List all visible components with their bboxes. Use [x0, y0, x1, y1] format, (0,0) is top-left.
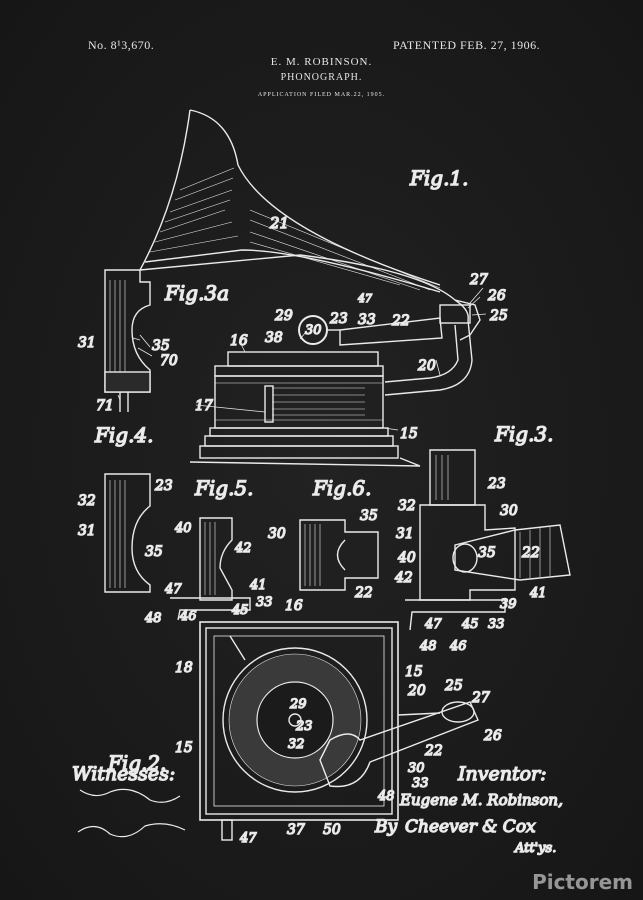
ref-26b: 26	[483, 728, 502, 744]
ref-45: 45	[231, 603, 249, 618]
ref-20: 20	[417, 358, 436, 374]
ref-71: 71	[96, 398, 114, 414]
ref-50: 50	[323, 822, 341, 838]
fig1-phonograph	[138, 109, 481, 467]
patent-number: No. 8¹3,670.	[88, 38, 155, 52]
ref-27b: 27	[471, 690, 490, 706]
ref-23: 23	[329, 311, 348, 327]
ref-42: 42	[234, 541, 252, 556]
ref-15c: 15	[175, 740, 193, 756]
fig2-top-view	[199, 621, 479, 841]
reference-numerals: 21 27 26 25 22 33 23 29 47 38 30 16 20 1…	[77, 213, 547, 846]
ref-48: 48	[144, 611, 162, 626]
witnesses-label: Witnesses:	[72, 763, 175, 785]
ref-22d: 22	[424, 743, 443, 759]
ref-41: 41	[249, 578, 267, 593]
ref-42c: 42	[394, 570, 413, 586]
by-label: By	[374, 817, 397, 837]
ref-37: 37	[287, 822, 305, 838]
ref-47b: 47	[164, 582, 182, 597]
ref-22: 22	[391, 313, 410, 329]
ref-38: 38	[265, 330, 283, 346]
inventor-header: E. M. ROBINSON.	[270, 56, 373, 68]
ref-27: 27	[469, 272, 488, 288]
ref-47: 47	[357, 292, 372, 305]
ref-23d: 23	[295, 719, 313, 734]
fig3a-section	[104, 269, 151, 412]
ref-32: 32	[78, 493, 96, 509]
attorneys-label: Att'ys.	[514, 841, 556, 856]
ref-41c: 41	[529, 586, 547, 601]
ref-48d: 48	[377, 789, 395, 804]
ref-46c: 46	[449, 639, 467, 654]
ref-40: 40	[174, 521, 192, 536]
ref-46: 46	[179, 609, 197, 624]
attorney-signature: Cheever & Cox	[405, 817, 536, 837]
ref-29b: 29	[289, 697, 307, 712]
ref-35c: 35	[360, 508, 378, 524]
ref-31c: 31	[396, 526, 414, 542]
ref-25b: 25	[444, 678, 463, 694]
ref-22b: 22	[354, 585, 373, 601]
fig4-label: Fig.4.	[94, 423, 154, 447]
patent-title: PHONOGRAPH.	[280, 72, 363, 83]
ref-31a: 31	[78, 335, 96, 351]
ref-23b: 23	[154, 478, 173, 494]
ref-32d: 32	[288, 737, 305, 752]
ref-35d: 35	[478, 545, 496, 561]
ref-45c: 45	[461, 617, 479, 632]
ref-70: 70	[160, 353, 178, 369]
inventor-label: Inventor:	[457, 763, 547, 785]
ref-16b: 16	[285, 598, 303, 614]
ref-15: 15	[400, 426, 418, 442]
signature-block: Witnesses: Inventor: Eugene M. Robinson,…	[71, 762, 563, 856]
ref-32c: 32	[398, 498, 416, 514]
ref-33d: 33	[412, 776, 429, 791]
ref-48c: 48	[419, 639, 437, 654]
figure-labels: Fig.1. Fig.2. Fig.3. Fig.3a Fig.4. Fig.5…	[93, 165, 554, 775]
ref-30d: 30	[408, 761, 425, 776]
ref-33c: 33	[488, 617, 505, 632]
ref-39: 39	[500, 597, 517, 612]
ref-30: 30	[305, 323, 322, 338]
ref-35a: 35	[152, 338, 170, 354]
fig5-label: Fig.5.	[194, 476, 254, 500]
ref-15b: 15	[405, 664, 423, 680]
witness-signature-2	[77, 823, 186, 838]
ref-18: 18	[175, 660, 193, 676]
patent-date: PATENTED FEB. 27, 1906.	[393, 38, 541, 52]
filing-date: APPLICATION FILED MAR.22, 1905.	[257, 92, 386, 98]
ref-47c: 47	[424, 617, 442, 632]
fig3a-label: Fig.3a	[164, 281, 229, 305]
ref-23c: 23	[487, 476, 506, 492]
fig3-section	[405, 449, 571, 631]
ref-22c: 22	[521, 545, 540, 561]
fig2-label: Fig.2.	[107, 751, 167, 775]
ref-30c: 30	[500, 503, 518, 519]
ref-47d: 47	[239, 831, 257, 846]
fig6-section	[299, 519, 379, 591]
ref-20b: 20	[407, 683, 426, 699]
fig3-label: Fig.3.	[494, 422, 554, 446]
ref-29: 29	[274, 308, 293, 324]
ref-25: 25	[489, 308, 508, 324]
fig1-label: Fig.1.	[409, 166, 469, 190]
fig6-label: Fig.6.	[312, 476, 372, 500]
pictorem-watermark: Pictorem	[532, 870, 633, 894]
ref-31b: 31	[78, 523, 96, 539]
inventor-signature: Eugene M. Robinson,	[399, 791, 563, 809]
fig4-section	[104, 473, 151, 593]
fig5-section	[170, 517, 251, 621]
ref-30b: 30	[268, 526, 286, 542]
ref-33b: 33	[256, 595, 273, 610]
ref-35b: 35	[145, 544, 163, 560]
ref-26: 26	[487, 288, 506, 304]
ref-21: 21	[269, 214, 289, 232]
ref-16: 16	[230, 333, 248, 349]
ref-33: 33	[358, 312, 376, 328]
ref-40c: 40	[397, 550, 416, 566]
witness-signature-1	[79, 788, 181, 803]
ref-17: 17	[195, 398, 213, 414]
